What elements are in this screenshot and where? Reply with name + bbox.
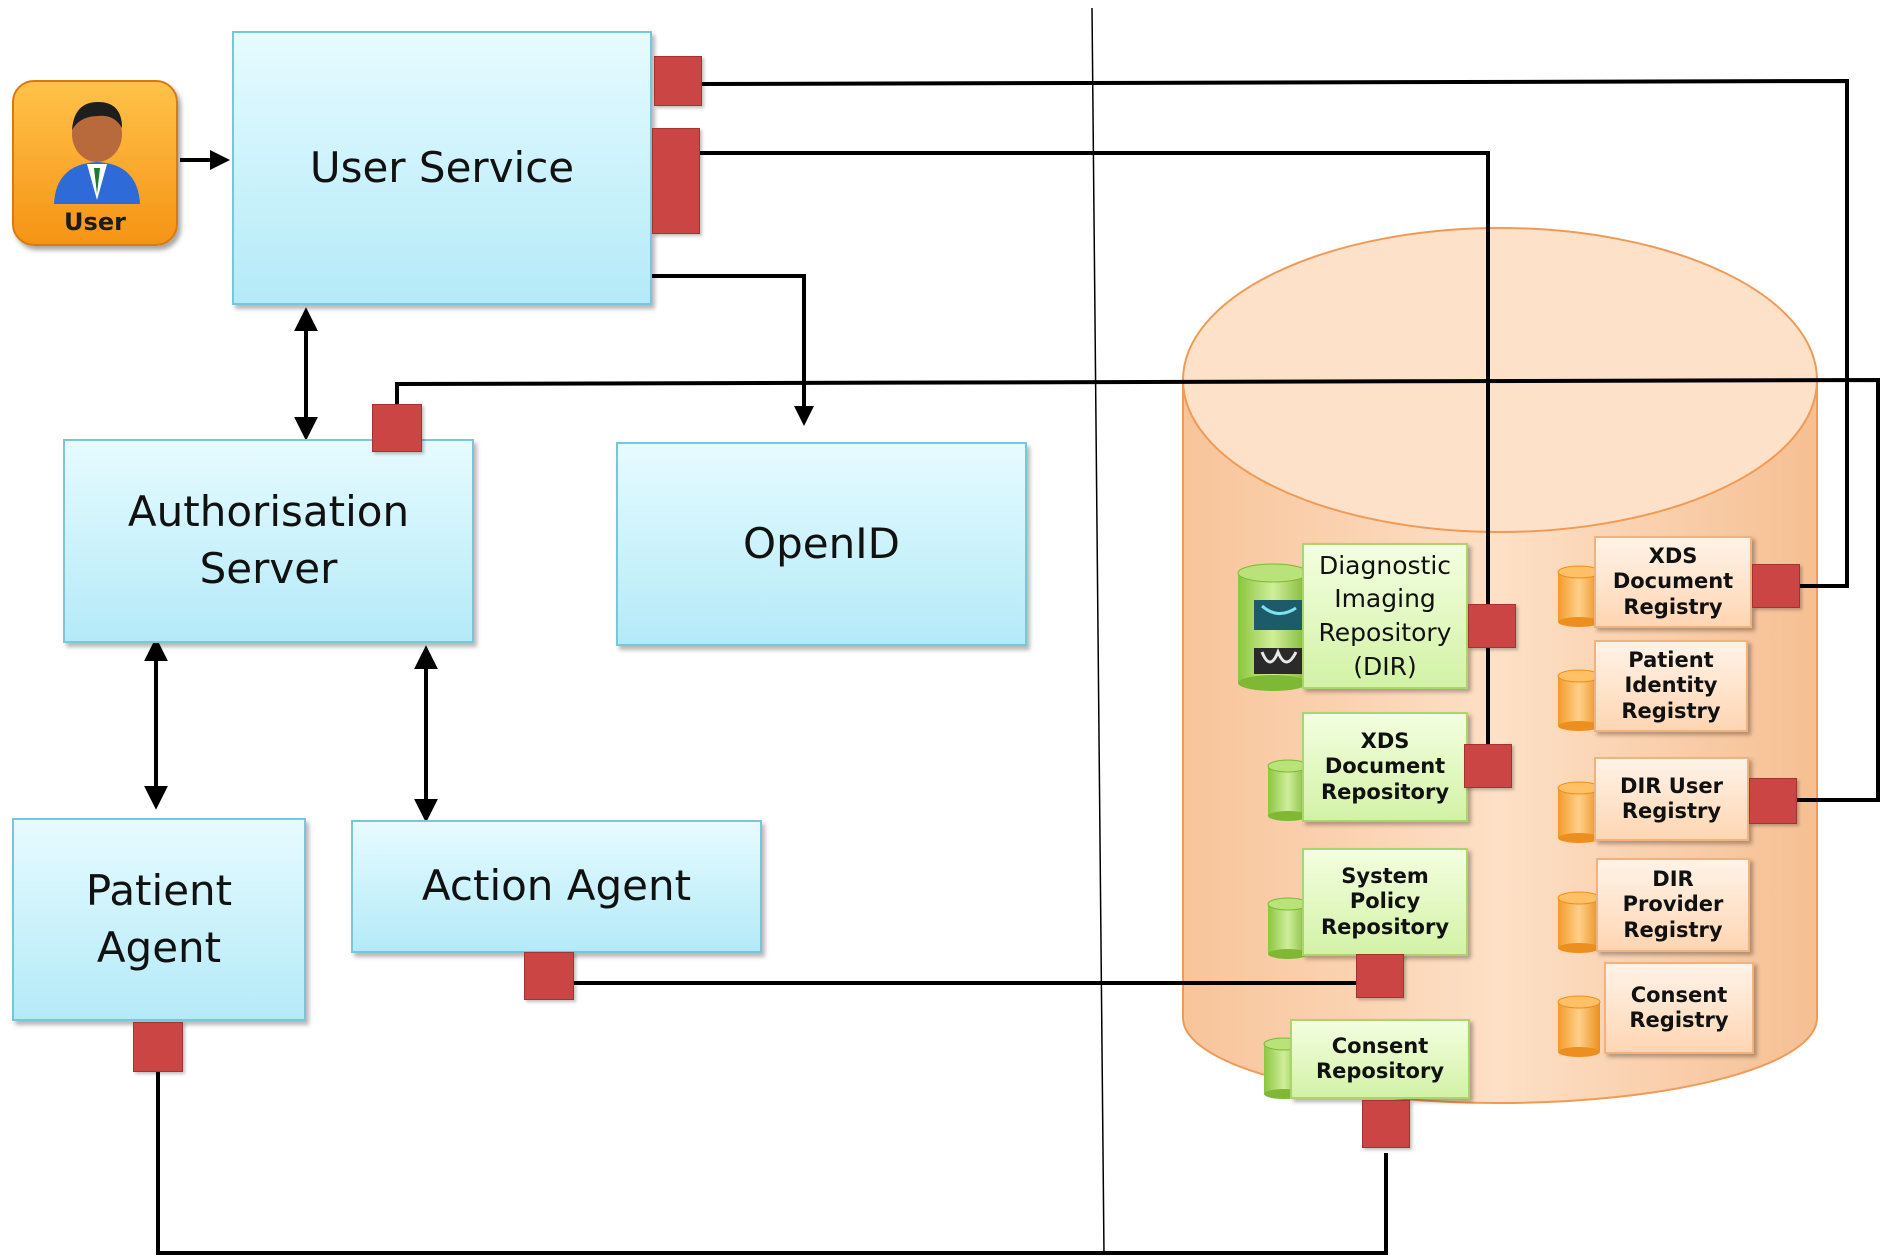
xds-repository-cylinder-icon: [1267, 759, 1309, 821]
patient-identity-registry-box[interactable]: Patient Identity Registry: [1594, 640, 1748, 732]
wire-patientagent-consent-repository: [156, 1072, 1388, 1255]
xds-document-registry-box[interactable]: XDS Document Registry: [1594, 536, 1752, 628]
user-label: User: [64, 208, 126, 236]
consent-registry-label: Consent Registry: [1629, 982, 1729, 1032]
consent-repository-label: Consent Repository: [1315, 1033, 1445, 1083]
consent-registry-cylinder-icon: [1557, 995, 1601, 1057]
dir-provider-registry-cylinder-icon: [1557, 891, 1601, 953]
dir-user-registry-port[interactable]: [1749, 778, 1797, 824]
patient-agent-port[interactable]: [133, 1022, 183, 1072]
authorisation-server-box[interactable]: Authorisation Server: [63, 439, 474, 643]
dir-provider-registry-box[interactable]: DIR Provider Registry: [1596, 858, 1750, 952]
dir-cylinder-icon: [1237, 563, 1309, 691]
system-policy-repository-port[interactable]: [1356, 954, 1404, 998]
authorisation-server-label: Authorisation Server: [127, 487, 410, 593]
xds-document-repository-port[interactable]: [1464, 744, 1512, 788]
patient-agent-box[interactable]: Patient Agent: [12, 818, 306, 1021]
dir-user-registry-cylinder-icon: [1557, 781, 1601, 843]
xds-registry-cylinder-icon: [1557, 565, 1601, 627]
xds-document-registry-label: XDS Document Registry: [1612, 544, 1734, 619]
user-service-port-top[interactable]: [654, 56, 702, 106]
user-service-label: User Service: [309, 142, 575, 192]
openid-label: OpenID: [743, 518, 900, 568]
dir-user-registry-label: DIR User Registry: [1620, 773, 1723, 823]
xds-document-repository-label: XDS Document Repository: [1320, 729, 1450, 804]
system-policy-repository-box[interactable]: System Policy Repository: [1302, 848, 1468, 956]
dir-repository-port[interactable]: [1468, 604, 1516, 648]
xds-document-repository-box[interactable]: XDS Document Repository: [1302, 712, 1468, 822]
consent-repository-port[interactable]: [1362, 1100, 1410, 1148]
user-actor-tile: User: [12, 80, 178, 246]
wire-userservice-xds-registry: [699, 78, 1849, 588]
dir-repository-box[interactable]: Diagnostic Imaging Repository (DIR): [1302, 543, 1468, 689]
wire-userservice-openid: [652, 274, 814, 426]
user-service-port-main[interactable]: [652, 128, 700, 234]
domain-divider-line: [1091, 7, 1105, 1256]
xds-document-registry-port[interactable]: [1752, 564, 1800, 608]
dir-provider-registry-label: DIR Provider Registry: [1622, 867, 1724, 942]
authorisation-server-port[interactable]: [372, 404, 422, 452]
openid-box[interactable]: OpenID: [616, 442, 1027, 646]
patient-identity-registry-label: Patient Identity Registry: [1621, 648, 1721, 723]
patient-agent-label: Patient Agent: [85, 865, 233, 972]
user-service-box[interactable]: User Service: [232, 31, 652, 305]
user-person-icon: [54, 102, 140, 204]
dir-user-registry-box[interactable]: DIR User Registry: [1594, 757, 1749, 841]
consent-registry-box[interactable]: Consent Registry: [1604, 962, 1754, 1054]
consent-repository-box[interactable]: Consent Repository: [1290, 1019, 1470, 1099]
wire-authserver-dir-user-registry: [395, 377, 1880, 802]
action-agent-box[interactable]: Action Agent: [351, 820, 762, 953]
wire-userservice-xds-repository: [700, 151, 1490, 760]
action-agent-port[interactable]: [524, 952, 574, 1000]
action-agent-label: Action Agent: [421, 861, 692, 911]
patient-identity-cylinder-icon: [1557, 669, 1601, 731]
dir-repository-label: Diagnostic Imaging Repository (DIR): [1318, 550, 1452, 681]
system-policy-repository-label: System Policy Repository: [1320, 864, 1450, 939]
